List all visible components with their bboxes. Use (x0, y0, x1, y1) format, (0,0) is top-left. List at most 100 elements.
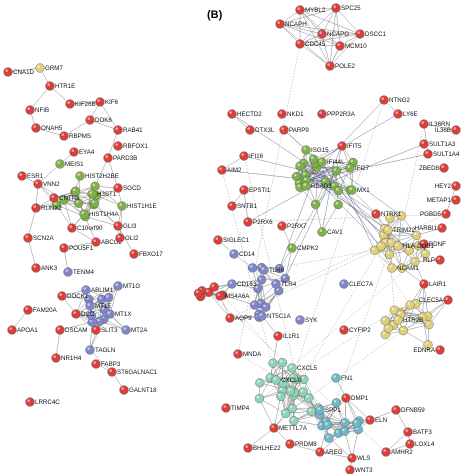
node-mnda (233, 349, 243, 359)
network-edge (403, 330, 429, 346)
node-highlight (92, 183, 96, 187)
network-edge (94, 157, 109, 187)
node-label-cntn3: CNTN3 (59, 195, 80, 202)
network-edge (422, 283, 425, 317)
node-zbed8 (439, 163, 449, 173)
node-label-cdc45: CDC45 (305, 41, 326, 48)
node-label-aqp9: AQP9 (235, 315, 252, 322)
node-highlight (215, 237, 218, 240)
node-label-galnt18: GALNT18 (129, 387, 157, 394)
network-edge-dotted (294, 245, 382, 393)
network-edge (335, 7, 361, 35)
network-edge (94, 203, 119, 227)
node-label-eln: ELN (375, 417, 387, 424)
node-label-il36b: IL36B (435, 127, 451, 134)
network-edge-dense (332, 165, 402, 216)
node-label-cna1d: CNA1D (13, 69, 35, 76)
network-edge (35, 199, 65, 209)
node-kif26b (65, 99, 75, 109)
node-highlight (109, 369, 112, 372)
node-highlight (251, 302, 255, 305)
network-edge (107, 157, 119, 189)
node-sult1a3 (419, 139, 429, 149)
node-highlight (25, 307, 29, 310)
node-highlight (331, 183, 335, 187)
node-label-vnn2: VNN2 (43, 181, 60, 188)
node-highlight (385, 227, 389, 230)
node-ifit5 (337, 141, 347, 151)
network-edge (272, 335, 279, 364)
network-edge (299, 43, 341, 47)
network-edge-dotted (243, 155, 298, 380)
network-edge (299, 7, 337, 11)
node-highlight (76, 200, 79, 204)
node-label-ifi44l: IFI44L (327, 159, 345, 166)
node-ablim1 (81, 285, 91, 295)
node-highlight (277, 21, 281, 24)
node-label-wls: WLS (357, 455, 370, 462)
node-highlight (421, 141, 425, 144)
network-node (308, 154, 319, 164)
node-highlight (413, 232, 417, 236)
node-label-htr1e: HTR1E (55, 83, 75, 90)
node-ifi16 (239, 151, 249, 161)
node-sntb1 (227, 201, 237, 211)
node-gli3 (113, 221, 123, 231)
node-highlight (293, 173, 297, 177)
node-label-ifi16: IFI16 (249, 153, 264, 160)
node-highlight (425, 151, 429, 154)
node-highlight (227, 315, 230, 318)
node-highlight (422, 251, 426, 254)
network-edge (229, 316, 260, 319)
node-highlight (382, 318, 386, 321)
node-label-pole2: POLE2 (335, 63, 356, 70)
node-fam20a (23, 305, 33, 315)
node-label-mt1x: MT1X (115, 311, 132, 318)
network-node (331, 166, 341, 176)
node-highlight (278, 393, 281, 397)
node-fn1 (331, 373, 341, 383)
network-node (340, 418, 350, 428)
node-highlight (342, 428, 345, 432)
node-ppp2r3a (317, 109, 327, 119)
node-highlight (115, 223, 118, 226)
node-highlight (93, 239, 96, 242)
node-highlight (380, 232, 384, 235)
node-label-ncaph: NCAPH (285, 21, 307, 28)
node-highlight (420, 314, 423, 317)
network-edge (69, 101, 101, 105)
node-highlight (398, 213, 402, 216)
network-node (268, 358, 278, 368)
node-highlight (407, 441, 411, 444)
panel-b-label: (B) (207, 9, 223, 21)
node-highlight (19, 173, 23, 176)
network-edge (279, 7, 337, 25)
network-edge (351, 429, 359, 459)
node-eln (365, 415, 375, 425)
network-edge-dense (312, 167, 351, 174)
network-edge (428, 299, 449, 325)
network-node (405, 300, 415, 310)
node-highlight (443, 211, 447, 214)
node-highlight (393, 407, 397, 410)
node-highlight (367, 417, 371, 420)
node-parp9 (279, 125, 289, 135)
node-label-sgcd: SGCD (123, 185, 141, 192)
node-highlight (87, 303, 90, 306)
node-tlr6 (259, 265, 269, 275)
node-highlight (88, 312, 92, 316)
node-dok6 (85, 115, 95, 125)
node-highlight (229, 203, 232, 206)
network-edge-dense (308, 162, 354, 176)
network-node (276, 391, 286, 402)
node-aqp9 (225, 313, 235, 323)
node-label-mt1e: MT1E (95, 303, 112, 310)
node-label-spp1: SPP1 (325, 407, 341, 414)
node-label-tlr6: TLR6 (269, 267, 285, 274)
node-ncaph (275, 19, 285, 29)
node-pgbd5 (441, 209, 451, 219)
node-ntng2 (379, 95, 389, 105)
network-edge (329, 7, 337, 67)
node-label-pgbd5: PGBD5 (420, 211, 442, 218)
node-highlight (289, 245, 293, 248)
